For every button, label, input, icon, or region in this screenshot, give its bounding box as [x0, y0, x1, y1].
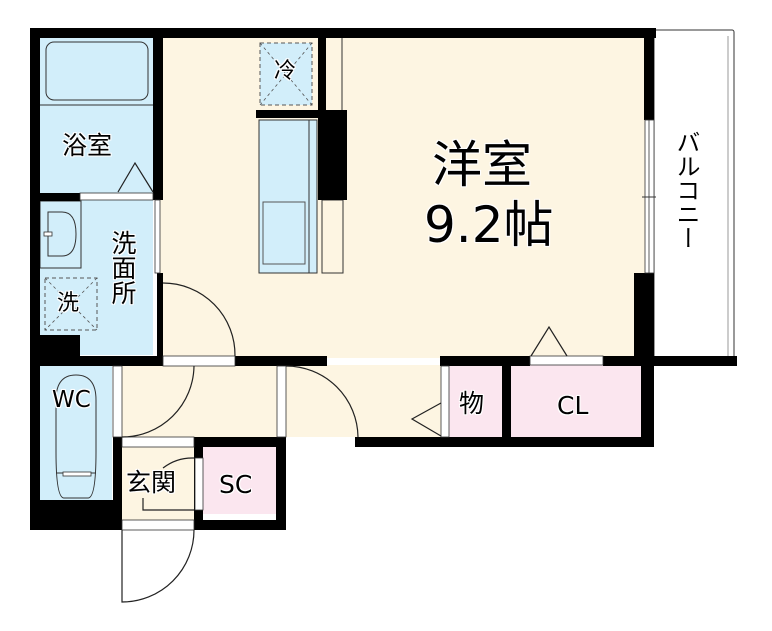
fridge-label: 冷 [274, 59, 297, 84]
room-label-toilet: WC [52, 387, 91, 413]
toilet-fixture [55, 374, 97, 499]
walls [30, 28, 737, 530]
room-label-storage: 物 [459, 389, 485, 418]
washbasin [39, 200, 82, 269]
bathtub [45, 41, 149, 101]
room-label-closet: CL [557, 391, 589, 420]
room-size-western: 9.2帖 [424, 196, 554, 254]
storage-areas [203, 365, 641, 514]
room-label-entrance: 玄関 [126, 468, 177, 497]
washer-space [44, 277, 98, 331]
room-label-bathroom: 浴室 [62, 131, 113, 160]
door-swings [117, 161, 568, 603]
washer-label: 洗 [57, 291, 80, 316]
main-floor [118, 38, 650, 520]
kitchen-counter [258, 38, 344, 274]
balcony-label: バルコニー [672, 130, 700, 250]
balcony [653, 29, 735, 366]
fridge-space [259, 42, 313, 106]
room-label-western: 洋室 [432, 136, 532, 194]
room-label-washroom: 洗面所 [108, 230, 137, 305]
room-label-shoe-closet: SC [219, 470, 253, 499]
